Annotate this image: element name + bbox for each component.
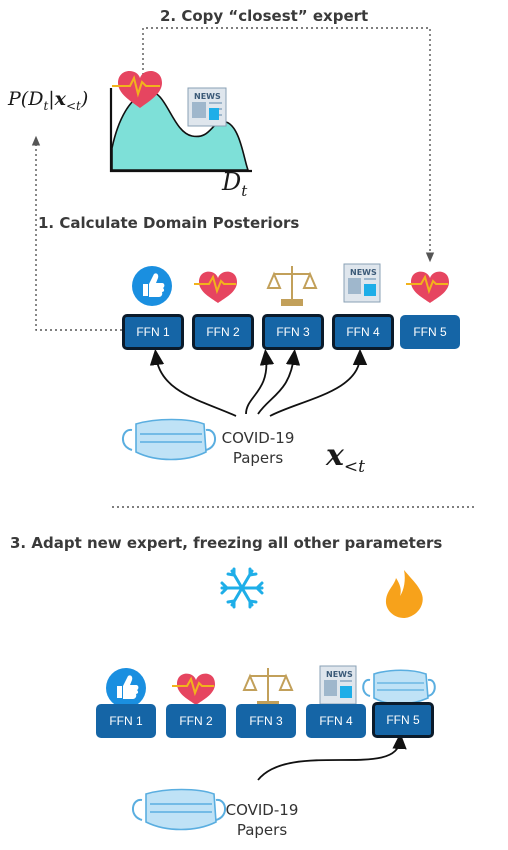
input-var: x: [326, 438, 344, 473]
route-arrow-ffn4: [269, 348, 368, 417]
adapt-expert-label: 3. Adapt new expert, freezing all other …: [10, 534, 443, 552]
posterior-y-label: P(Dt|x<t): [8, 88, 89, 113]
fire-icon: [385, 570, 423, 618]
expert-ffn-2-bottom[interactable]: FFN 2: [166, 704, 226, 738]
adapt-arrow: [257, 732, 407, 781]
route-arrow-ffn1: [149, 348, 237, 417]
thumbs-up-icon: [132, 266, 172, 306]
heart-icon: [172, 673, 215, 705]
expert-ffn-4-bottom[interactable]: FFN 4: [306, 704, 366, 738]
expert-ffn-2[interactable]: FFN 2: [192, 314, 254, 350]
expert-ffn-5-bottom[interactable]: FFN 5: [372, 702, 434, 738]
route-arrow-ffn3: [245, 348, 275, 415]
expert-ffn-4[interactable]: FFN 4: [332, 314, 394, 350]
mask-icon: [122, 418, 216, 461]
covid-papers-line2: Papers: [236, 821, 288, 839]
mask-icon: [362, 669, 436, 705]
scales-icon: [266, 266, 318, 306]
input-var-sub: <t: [343, 457, 365, 477]
route-arrow-ffn3b: [257, 348, 301, 415]
heart-icon: [112, 71, 162, 108]
news-text: NEWS: [326, 670, 353, 679]
covid-papers-label: COVID-19 Papers: [218, 428, 298, 468]
posterior-plot: [109, 88, 252, 173]
mask-icon: [132, 788, 226, 831]
expert-ffn-3-bottom[interactable]: FFN 3: [236, 704, 296, 738]
heart-icon: [194, 271, 237, 303]
snowflake-icon: [220, 567, 264, 609]
copy-expert-label: 2. Copy “closest” expert: [160, 7, 369, 25]
covid-papers-line1: COVID-19: [221, 429, 295, 447]
posterior-distribution: [111, 91, 250, 171]
news-text: NEWS: [194, 92, 221, 101]
covid-papers-line2: Papers: [232, 449, 284, 467]
expert-ffn-1[interactable]: FFN 1: [122, 314, 184, 350]
news-text: NEWS: [350, 268, 377, 277]
news-icon: NEWS: [319, 665, 357, 705]
heart-icon: [406, 271, 449, 303]
expert-ffn-5[interactable]: FFN 5: [400, 315, 460, 349]
news-icon: NEWS: [343, 263, 381, 303]
thumbs-up-icon: [106, 668, 146, 708]
input-var-label: x<t: [326, 438, 365, 477]
posterior-arrow: [31, 135, 122, 331]
news-icon: NEWS: [187, 87, 227, 127]
posterior-x-label: Dt: [222, 168, 248, 200]
covid-papers-label-bottom: COVID-19 Papers: [222, 800, 302, 840]
copy-arrow: [142, 27, 435, 263]
expert-ffn-1-bottom[interactable]: FFN 1: [96, 704, 156, 738]
calc-posteriors-label: 1. Calculate Domain Posteriors: [38, 214, 300, 232]
expert-ffn-3[interactable]: FFN 3: [262, 314, 324, 350]
scales-icon: [242, 668, 294, 708]
covid-papers-line1: COVID-19: [225, 801, 299, 819]
